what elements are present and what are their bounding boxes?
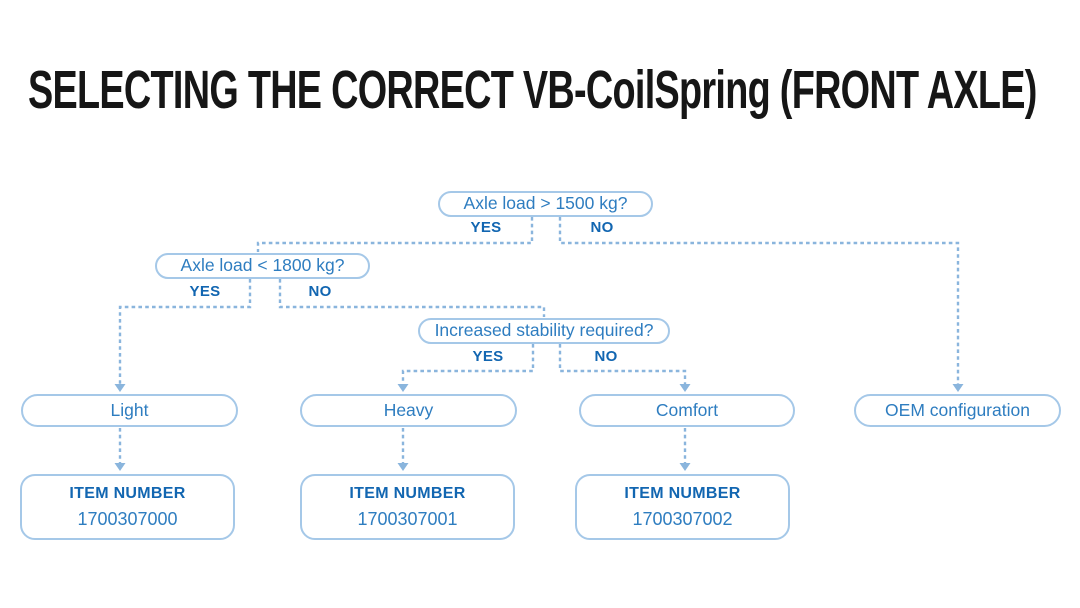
arrow-icon-oem: [952, 384, 964, 392]
item-number-box-heavy: ITEM NUMBER 1700307001: [300, 474, 515, 540]
connector-d3-no-to-comfort: [558, 344, 687, 384]
decision-3-yes-label: YES: [472, 348, 504, 365]
outcome-oem-configuration: OEM configuration: [854, 394, 1061, 427]
connector-d2-no-to-d3: [278, 279, 546, 317]
connector-d1-no-to-oem: [558, 217, 960, 384]
decision-1-no-label: NO: [590, 219, 614, 236]
decision-2-no-label: NO: [308, 283, 332, 300]
arrow-icon-heavy: [397, 384, 409, 392]
decision-axle-load-1800: Axle load < 1800 kg?: [155, 253, 370, 279]
arrow-icon-item-comfort: [679, 463, 691, 471]
decision-2-yes-label: YES: [189, 283, 221, 300]
item-number-value: 1700307002: [632, 509, 733, 529]
connector-d3-yes-to-heavy: [401, 344, 535, 384]
decision-axle-load-1500: Axle load > 1500 kg?: [438, 191, 653, 217]
page-title: SELECTING THE CORRECT VB-CoilSpring (FRO…: [28, 60, 1037, 120]
item-number-heading: ITEM NUMBER: [69, 485, 186, 502]
item-number-value: 1700307000: [77, 509, 178, 529]
arrow-icon-comfort: [679, 384, 691, 392]
arrow-icon-light: [114, 384, 126, 392]
decision-3-no-label: NO: [594, 348, 618, 365]
item-number-box-comfort: ITEM NUMBER 1700307002: [575, 474, 790, 540]
item-number-heading: ITEM NUMBER: [624, 485, 741, 502]
arrow-icon-item-heavy: [397, 463, 409, 471]
decision-increased-stability: Increased stability required?: [418, 318, 670, 344]
connector-d2-yes-to-light: [118, 279, 252, 384]
outcome-heavy: Heavy: [300, 394, 517, 427]
decision-1-yes-label: YES: [470, 219, 502, 236]
arrow-icon-item-light: [114, 463, 126, 471]
item-number-value: 1700307001: [357, 509, 458, 529]
outcome-light: Light: [21, 394, 238, 427]
outcome-comfort: Comfort: [579, 394, 795, 427]
item-number-heading: ITEM NUMBER: [349, 485, 466, 502]
item-number-box-light: ITEM NUMBER 1700307000: [20, 474, 235, 540]
